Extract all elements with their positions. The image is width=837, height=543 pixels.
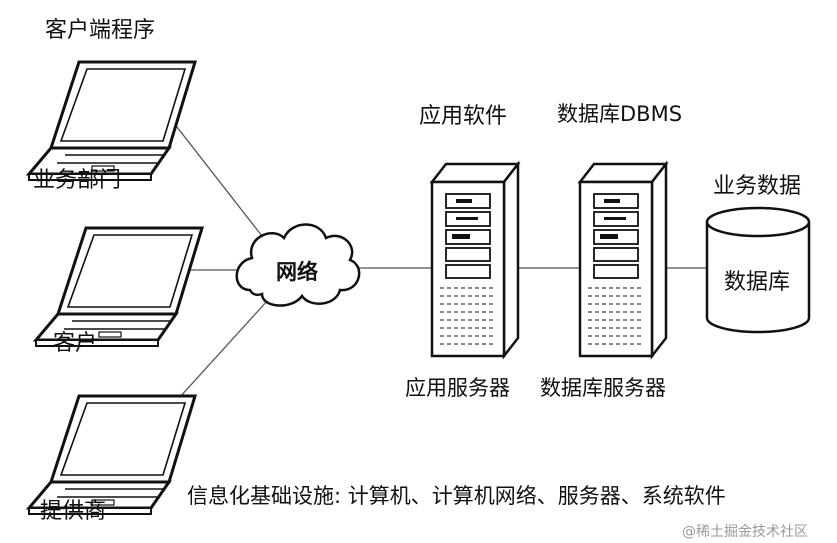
db-server-label: 数据库服务器 bbox=[540, 376, 666, 400]
dbms-label: 数据库DBMS bbox=[557, 102, 683, 126]
app-server-icon bbox=[430, 162, 520, 358]
network-label: 网络 bbox=[276, 260, 318, 284]
database-label: 数据库 bbox=[724, 270, 791, 295]
db-server-icon bbox=[578, 162, 668, 358]
customer-label: 客户 bbox=[53, 331, 98, 356]
supplier-label: 提供商 bbox=[40, 499, 107, 524]
business-data-label: 业务数据 bbox=[713, 174, 802, 199]
app-server-label: 应用服务器 bbox=[405, 376, 510, 400]
database-cylinder-icon bbox=[705, 206, 811, 334]
app-software-label: 应用软件 bbox=[419, 104, 508, 129]
network-cloud-icon bbox=[235, 223, 361, 307]
business-dept-label: 业务部门 bbox=[33, 168, 122, 193]
client-program-label: 客户端程序 bbox=[45, 18, 156, 43]
infrastructure-caption: 信息化基础设施: 计算机、计算机网络、服务器、系统软件 bbox=[187, 484, 726, 508]
watermark: @稀土掘金技术社区 bbox=[682, 524, 808, 540]
